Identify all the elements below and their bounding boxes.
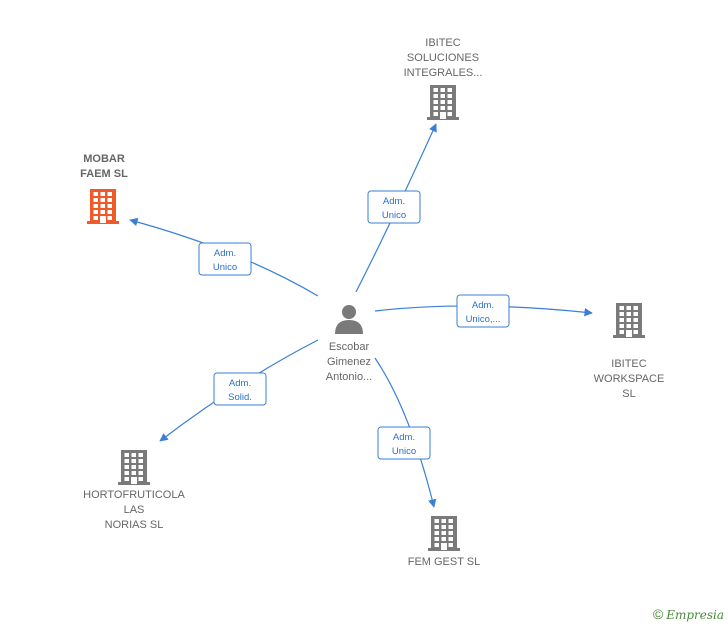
brand-footer: ©Empresia	[653, 606, 724, 622]
node-label-line: SL	[622, 388, 635, 400]
relation-edge	[374, 357, 437, 508]
relation-label-text: Unico	[382, 210, 406, 221]
building-icon[interactable]	[613, 303, 645, 338]
node-label-line: FEM GEST SL	[408, 556, 481, 568]
brand-name[interactable]: Empresia	[666, 608, 724, 622]
relation-label-text: Adm.	[393, 432, 415, 443]
relation-label[interactable]: Adm. Unico	[367, 190, 421, 224]
node-label-line: LAS	[124, 504, 145, 516]
building-icon[interactable]	[87, 189, 119, 224]
node-label-line: SOLUCIONES	[407, 52, 479, 64]
relation-label-text: Adm.	[383, 196, 405, 207]
node-label-line: HORTOFRUTICOLA	[83, 489, 185, 501]
relation-label-text: Unico	[392, 446, 416, 457]
relation-label-text: Unico,...	[466, 314, 501, 325]
building-icon[interactable]	[427, 85, 459, 120]
node-label-line: NORIAS SL	[105, 519, 164, 531]
copyright-symbol: ©	[652, 606, 664, 622]
node-label-line: WORKSPACE	[594, 373, 665, 385]
building-icon[interactable]	[118, 450, 150, 485]
node-label-line: FAEM SL	[80, 168, 128, 180]
relation-label-text: Adm.	[229, 378, 251, 389]
node-label-line: Escobar	[329, 341, 370, 353]
relation-label-text: Unico	[213, 262, 237, 273]
node-label-line: Antonio...	[326, 371, 372, 383]
relation-label-text: Adm.	[472, 300, 494, 311]
building-icon[interactable]	[428, 516, 460, 551]
node-label-line: MOBAR	[83, 153, 125, 165]
relation-label[interactable]: Adm. Unico,...	[456, 294, 510, 328]
relation-label[interactable]: Adm. Unico	[377, 426, 431, 460]
relation-label[interactable]: Adm. Unico	[198, 242, 252, 276]
relation-label-text: Adm.	[214, 248, 236, 259]
node-label-line: Gimenez	[327, 356, 371, 368]
node-label-line: IBITEC	[611, 358, 647, 370]
person-icon[interactable]	[335, 305, 363, 334]
relations-layer: Adm.UnicoAdm.UnicoAdm.Unico,...Adm.Solid…	[198, 190, 510, 460]
node-label-line: IBITEC	[425, 37, 461, 49]
edges-layer	[129, 123, 593, 508]
relation-label[interactable]: Adm. Solid.	[213, 372, 267, 406]
relation-label-text: Solid.	[228, 392, 252, 403]
node-label-line: INTEGRALES...	[404, 67, 483, 79]
